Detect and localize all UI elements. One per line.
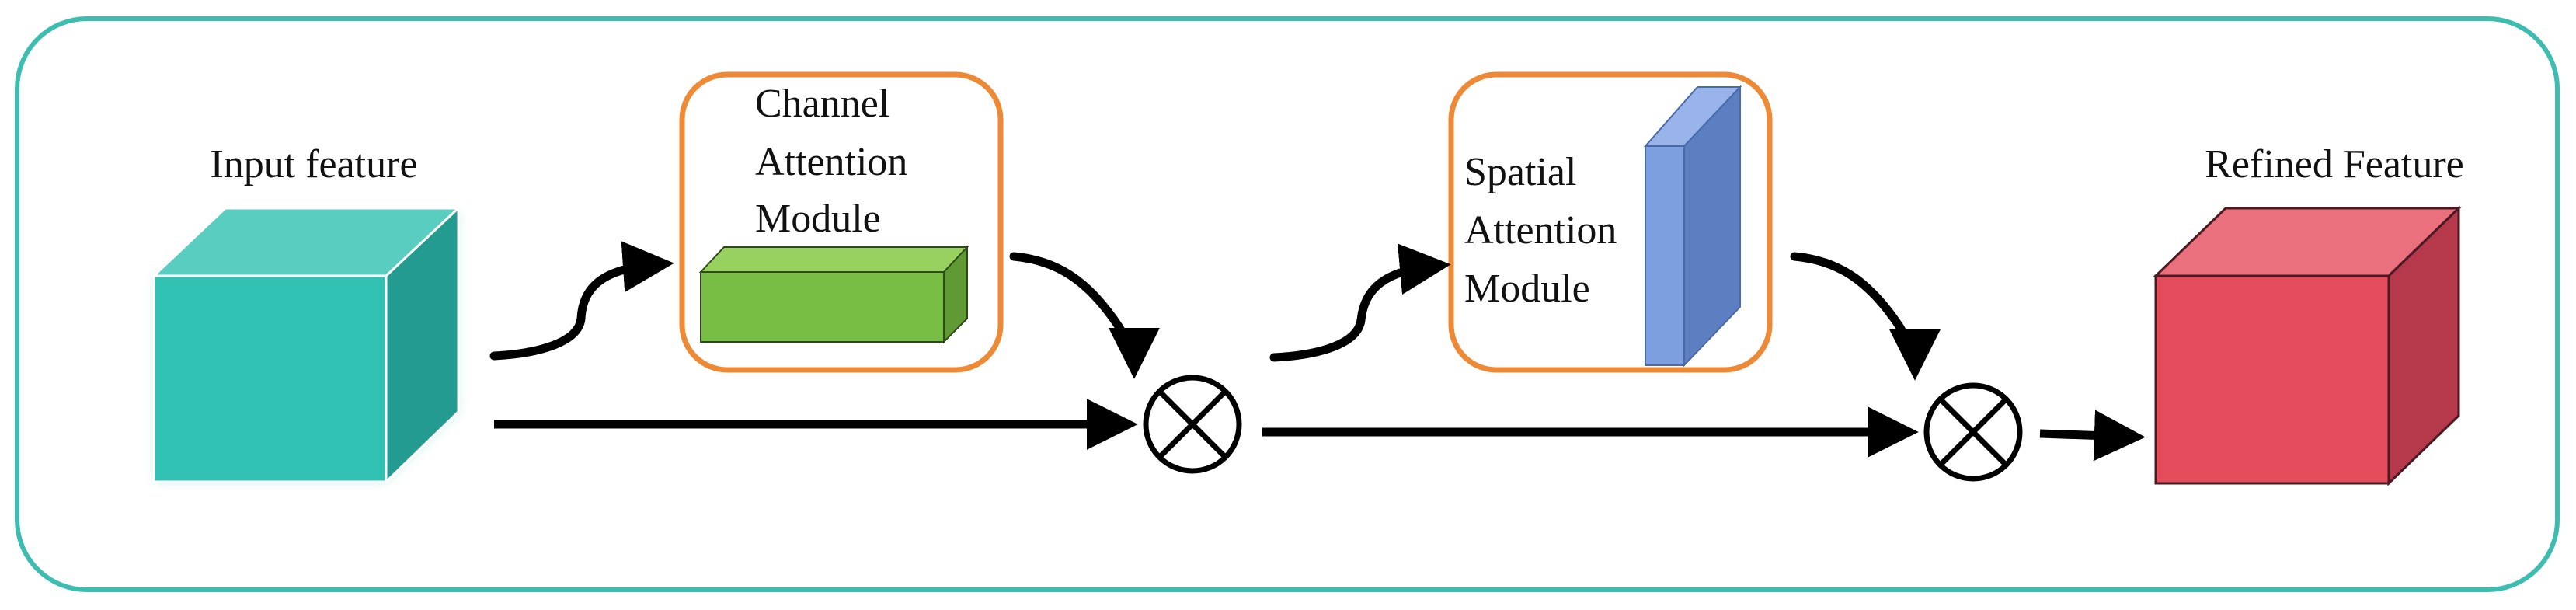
- arrow-channel-to-multiply-1: [1009, 252, 1160, 379]
- arrow-multiply-2-to-refined: [2039, 410, 2146, 462]
- multiply-icon: [1143, 375, 1242, 474]
- multiply-icon: [1923, 382, 2023, 482]
- spatial-attention-block: [1643, 85, 1742, 368]
- arrow-spatial-to-multiply-2: [1790, 252, 1941, 381]
- outer-frame: [15, 16, 2560, 592]
- refined-cube-front: [2154, 274, 2390, 485]
- refined-feature-label: Refined Feature: [2205, 142, 2464, 186]
- input-feature-label: Input feature: [210, 142, 417, 186]
- input-cube-front: [152, 274, 388, 483]
- spatial-label-line1: Spatial: [1464, 150, 1576, 194]
- channel-label-line1: Channel: [755, 82, 889, 126]
- channel-label-line3: Module: [755, 197, 881, 241]
- channel-label-line2: Attention: [755, 140, 907, 184]
- arrow-input-to-channel: [489, 241, 674, 361]
- channel-attention-block: [698, 245, 969, 344]
- spatial-label-line2: Attention: [1464, 208, 1617, 253]
- spatial-label-line3: Module: [1464, 267, 1590, 311]
- arrow-to-spatial: [1269, 243, 1451, 362]
- refined-feature-cube: [2153, 205, 2462, 486]
- input-feature-cube: [151, 205, 461, 485]
